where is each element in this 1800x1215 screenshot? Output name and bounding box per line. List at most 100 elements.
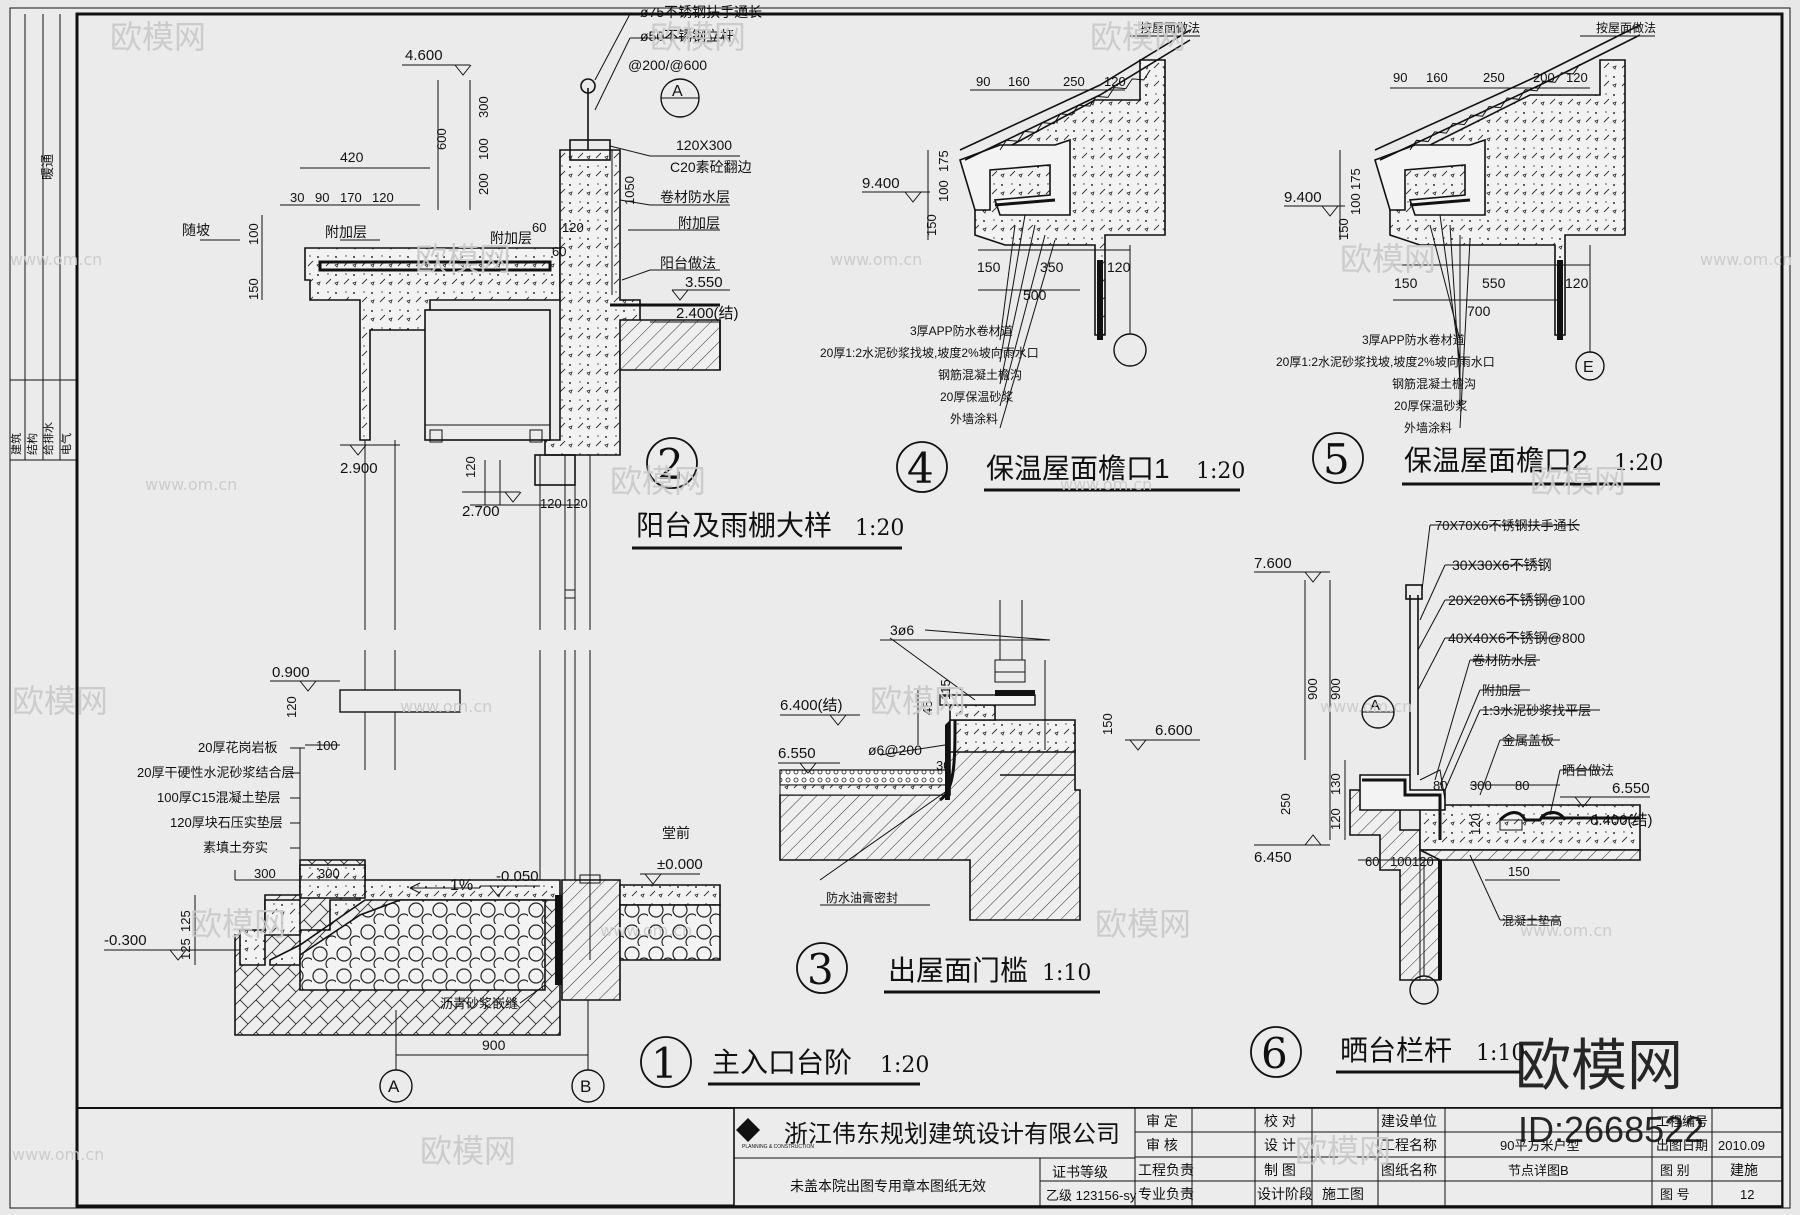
detail-2-balcony-canopy: 420 30 90 170 120 100 150 300 600 200 10… [182,4,904,880]
drawing-name: 节点详图B [1508,1163,1569,1178]
d6-dim-300: 300 [1470,778,1492,793]
d6-note-additional: 附加层 [1482,683,1521,698]
detail-4-eave-1: 90 160 250 120 175 100 150 150 350 120 5… [820,20,1245,493]
d5-dim-top-120: 120 [1566,70,1588,85]
d4-elev: 9.400 [862,175,900,192]
watermark-brand-11: 欧模网 [1095,905,1191,943]
d6-note-40x40: 40X40X6不锈钢@800 [1448,630,1585,646]
watermark-brand-5: 欧模网 [1340,240,1436,278]
d3-elev-6550: 6.550 [778,745,816,762]
d1-axis-b-bubble [571,1069,605,1103]
d3-dim-150: 150 [1100,713,1115,735]
d1-elev-m0050: -0.050 [496,868,539,885]
d2-elev-2900: 2.900 [340,460,378,477]
d5-dim-bot-700: 700 [1467,303,1491,319]
d4-dim-side-175: 175 [936,150,951,172]
watermark-site-2: www.om.cn [830,250,922,269]
company-logo-icon [736,1118,760,1142]
d5-layer-4: 20厚保温砂浆 [1394,398,1467,413]
d1-dim-120: 120 [284,696,299,718]
d2-dim-420: 420 [340,149,364,165]
strip-label-struct: 结构 [25,433,39,455]
d6-title-bubble [1250,1026,1302,1078]
d3-note-bars: 3ø6 [890,622,914,638]
d6-axis-label: A [1370,697,1380,714]
strip-label-elec: 电气 [59,433,73,455]
d2-dim-60b: 60 [552,244,566,259]
d6-elev-6400: 6.400(结) [1590,812,1653,829]
d2-dim-1050: 1050 [622,176,637,205]
d2-note-spacing: @200/@600 [628,57,707,73]
d5-dim-top-200: 200 [1533,70,1555,85]
d4-dim-bot-120: 120 [1107,259,1131,275]
d4-dim-top-250: 250 [1063,74,1085,89]
d2-dim-150: 150 [246,278,261,300]
d6-dim-900a: 900 [1305,678,1320,700]
d5-dim-side-100: 100 [1348,193,1363,215]
d6-dim-150: 150 [1508,864,1530,879]
watermark-brand-7: 欧模网 [1530,462,1626,500]
label-category: 图 别 [1660,1163,1690,1178]
d4-title-bubble [896,441,948,493]
d6-note-waterproof: 卷材防水层 [1472,653,1537,668]
d2-dim-30: 30 [290,190,304,205]
label-issue-date: 出图日期 [1656,1138,1708,1153]
label-client: 建设单位 [1381,1113,1437,1129]
d3-title-bubble [796,942,848,994]
d5-dim-top-250: 250 [1483,70,1505,85]
d2-dim-120d: 120 [540,496,562,511]
d2-dim-600: 600 [434,128,449,150]
d5-dim-top-160: 160 [1426,70,1448,85]
d6-dim-80a: 80 [1433,778,1447,793]
d2-note-handrail: ø75不锈钢扶手通长 [640,4,762,20]
d2-note-additional-3: 附加层 [490,230,532,246]
watermark-brand-8: 欧模网 [12,682,108,720]
d3-dim-115: 115 [938,679,953,700]
watermark-site-4: www.om.cn [145,475,237,494]
watermark-brand-large: 欧模网 [1515,1034,1683,1097]
d1-layer-4: 120厚块石压实垫层 [170,815,283,830]
role-check: 校 对 [1264,1113,1296,1129]
watermark-brand-13: 欧模网 [1295,1132,1391,1170]
d5-elev: 9.400 [1284,189,1322,206]
d2-elev-2700: 2.700 [462,503,500,520]
d1-layer-2: 20厚干硬性水泥砂浆结合层 [137,765,294,780]
d1-axis-b-label: B [580,1077,591,1096]
d2-dim-60: 60 [532,220,546,235]
d3-dim-45: 45 [920,701,935,715]
d4-dim-bot-350: 350 [1040,259,1064,275]
cert-label: 证书等级 [1052,1164,1108,1180]
d6-note-terrace: 晒台做法 [1562,763,1614,778]
watermark-site-5: www.om.cn [1060,475,1152,494]
d6-note-screed: 1:3水泥砂浆找平层 [1482,703,1591,718]
role-design-stage: 设计阶段 [1257,1186,1313,1202]
d2-note-slope: 随坡 [182,222,210,238]
d2-elev-3550: 3.550 [685,274,723,291]
project-name: 90平方米户型 [1500,1138,1579,1153]
d2-elev-2400: 2.400(结) [676,305,739,322]
d1-title-bubble [640,1036,692,1088]
d6-note-cover: 金属盖板 [1502,733,1554,748]
label-drawing: 图纸名称 [1381,1162,1437,1178]
d3-elev-6400: 6.400(结) [780,697,843,714]
d1-note-hall: 堂前 [662,825,690,841]
watermark-id: ID:2668522 [1518,1109,1704,1150]
label-sheet-no: 图 号 [1660,1187,1690,1202]
d2-title-scale: 1:20 [855,516,904,541]
d2-dim-100b: 100 [476,138,491,160]
d5-title-scale: 1:20 [1614,451,1663,476]
d1-axis-a-bubble [379,1069,413,1103]
d1-elev-0000: ±0.000 [657,856,703,873]
d2-title-text: 阳台及雨棚大样 [636,510,832,541]
d5-title-bubble [1312,432,1364,484]
strip-label-arch: 建筑 [9,433,23,455]
watermark-layer: 欧模网 欧模网 欧模网 欧模网 欧模网 欧模网 欧模网 欧模网 欧模网 欧模网 … [10,18,1792,1170]
d2-dim-200: 200 [476,173,491,195]
d5-dim-side-175: 175 [1348,168,1363,190]
d2-note-additional: 附加层 [678,215,720,231]
d1-note-slope: 1% [450,877,473,894]
d6-title-scale: 1:10 [1476,1041,1525,1066]
watermark-site-3: www.om.cn [1700,250,1792,269]
d5-layer-2: 20厚1:2水泥砂浆找坡,坡度2%坡向雨水口 [1276,354,1495,369]
role-approve: 审 定 [1146,1113,1178,1129]
